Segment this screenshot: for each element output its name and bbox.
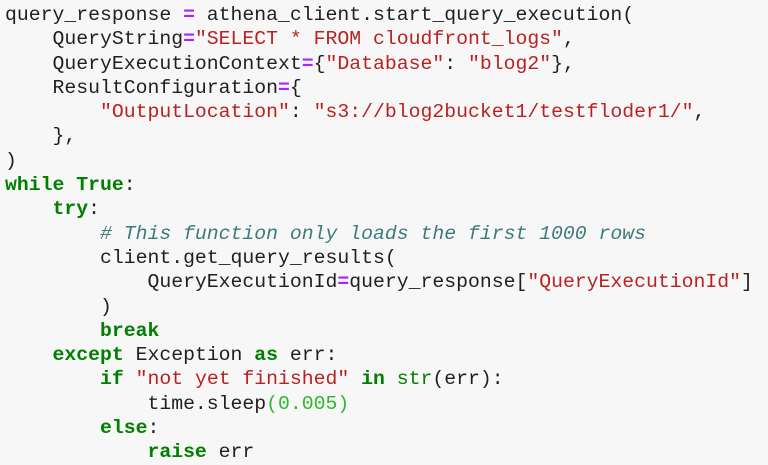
- code-text: (err):: [432, 368, 504, 391]
- code-line: if "not yet finished" in str(err):: [5, 367, 768, 391]
- code-text: {: [289, 76, 302, 99]
- code-text: [64, 174, 76, 196]
- code-text: query_response: [5, 4, 184, 26]
- indent: [5, 441, 147, 463]
- keyword-token: try: [52, 198, 89, 221]
- code-line: QueryExecutionId=query_response["QueryEx…: [5, 270, 768, 294]
- keyword-token: in: [361, 368, 385, 391]
- keyword-token: raise: [147, 441, 207, 464]
- comment-token: # This function only loads the first 100…: [99, 222, 647, 245]
- code-text: QueryExecutionContext: [52, 52, 302, 75]
- code-text: ,: [693, 101, 706, 124]
- indent: [5, 77, 52, 99]
- string-token: "Database": [325, 52, 445, 75]
- keyword-token: while: [5, 174, 65, 197]
- indent: [5, 368, 100, 390]
- number-token: (0.005): [266, 392, 350, 415]
- keyword-token: if: [99, 368, 124, 391]
- operator-token: =: [337, 271, 350, 294]
- string-token: "SELECT * FROM cloudfront_logs": [194, 28, 563, 51]
- code-text: [124, 368, 136, 390]
- code-text: client.get_query_results(: [99, 246, 397, 269]
- code-line: time.sleep(0.005): [5, 392, 768, 416]
- code-text: :: [88, 198, 100, 221]
- code-text: athena_client.start_query_execution(: [194, 4, 635, 26]
- code-text: {: [313, 52, 326, 75]
- operator-token: =: [183, 4, 195, 26]
- keyword-token: except: [52, 344, 124, 367]
- code-line: ResultConfiguration={: [5, 76, 768, 100]
- code-line: "OutputLocation": "s3://blog2bucket1/tes…: [5, 100, 768, 124]
- indent: [5, 247, 100, 269]
- code-text: QueryExecutionId: [147, 271, 338, 294]
- code-text: [349, 368, 361, 390]
- string-token: "QueryExecutionId": [527, 271, 742, 294]
- code-text: time.sleep: [147, 392, 267, 415]
- keyword-token: else: [99, 417, 148, 440]
- code-line: try:: [5, 197, 768, 221]
- operator-token: =: [278, 76, 290, 99]
- code-line: break: [5, 319, 768, 343]
- code-text: ): [5, 149, 17, 172]
- keyword-token: as: [254, 344, 279, 367]
- code-line: else:: [5, 416, 768, 440]
- code-text: err: [206, 441, 255, 464]
- code-text: ,: [562, 28, 575, 51]
- string-token: "s3://blog2bucket1/testfloder1/": [313, 101, 694, 124]
- keyword-token: break: [99, 319, 160, 342]
- code-text: },: [551, 52, 575, 75]
- code-line: raise err: [5, 440, 768, 464]
- code-text: [385, 368, 397, 390]
- code-text: ]: [741, 271, 753, 294]
- indent: [5, 101, 100, 123]
- string-token: "blog2": [468, 52, 552, 75]
- indent: [5, 320, 100, 342]
- code-text: ): [99, 295, 112, 318]
- indent: [5, 223, 100, 245]
- indent: [5, 417, 100, 439]
- code-line: ): [5, 295, 768, 319]
- indent: [5, 271, 147, 293]
- code-line: # This function only loads the first 100…: [5, 222, 768, 246]
- operator-token: =: [301, 52, 314, 75]
- indent: [5, 296, 100, 318]
- builtin-token: str: [396, 368, 433, 391]
- code-line: QueryExecutionContext={"Database": "blog…: [5, 52, 768, 76]
- code-line: while True:: [5, 173, 768, 197]
- code-line: QueryString="SELECT * FROM cloudfront_lo…: [5, 27, 768, 51]
- code-line: query_response = athena_client.start_que…: [5, 3, 768, 27]
- indent: [5, 125, 52, 147]
- operator-token: =: [183, 28, 195, 51]
- code-text: err:: [278, 344, 338, 367]
- keyword-token: True: [76, 174, 124, 197]
- code-text: :: [123, 174, 136, 197]
- code-text: :: [147, 417, 160, 440]
- code-line: ): [5, 149, 768, 173]
- indent: [5, 344, 52, 366]
- indent: [5, 393, 147, 415]
- code-text: :: [289, 101, 314, 124]
- code-text: query_response[: [349, 271, 528, 294]
- code-text: :: [444, 52, 468, 75]
- indent: [5, 28, 52, 50]
- indent: [5, 53, 52, 75]
- string-token: "OutputLocation": [99, 101, 290, 124]
- code-line: client.get_query_results(: [5, 246, 768, 270]
- string-token: "not yet finished": [135, 368, 350, 391]
- code-text: },: [52, 125, 77, 148]
- indent: [5, 198, 52, 220]
- code-text: ResultConfiguration: [52, 76, 279, 99]
- code-line: },: [5, 124, 768, 148]
- code-text: Exception: [123, 344, 255, 367]
- code-line: except Exception as err:: [5, 343, 768, 367]
- code-text: QueryString: [52, 28, 184, 51]
